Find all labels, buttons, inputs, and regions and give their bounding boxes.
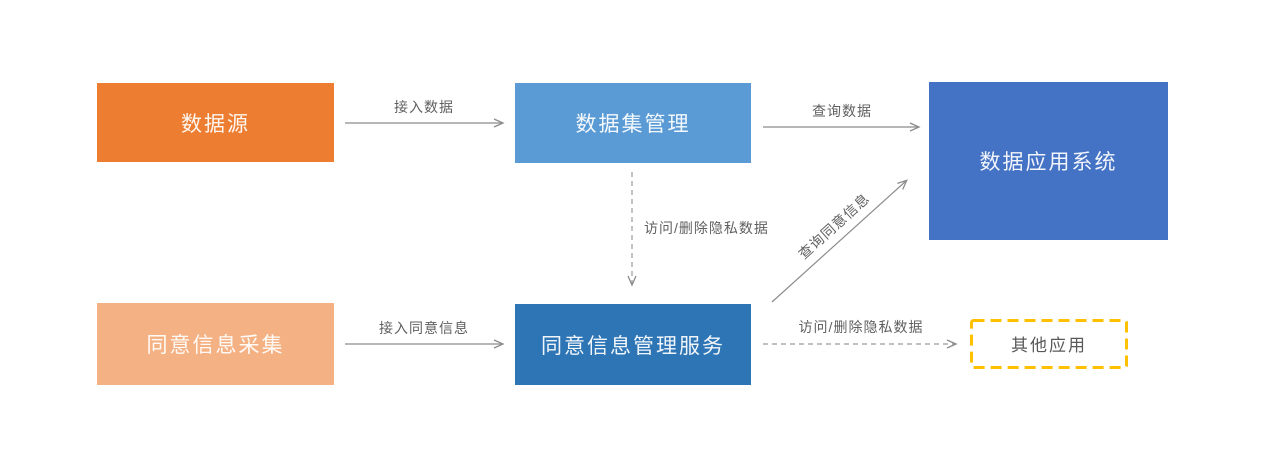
other-apps-dashed-border [970, 319, 1128, 369]
node-data-application-system-label: 数据应用系统 [979, 151, 1118, 174]
edge-label-access-delete-private-data-right: 访问/删除隐私数据 [798, 319, 924, 335]
node-consent-collection-label: 同意信息采集 [146, 334, 285, 357]
edge-label-access-delete-private-data-down: 访问/删除隐私数据 [644, 220, 769, 236]
edge-query-consent-info [771, 179, 908, 303]
node-consent-management-service: 同意信息管理服务 [515, 304, 751, 385]
node-consent-management-service-label: 同意信息管理服务 [541, 334, 725, 358]
node-data-application-system: 数据应用系统 [929, 82, 1168, 240]
edge-label-access-consent-info: 接入同意信息 [379, 320, 469, 336]
node-data-source: 数据源 [97, 83, 334, 162]
node-other-applications-label: 其他应用 [1011, 336, 1087, 355]
node-dataset-management: 数据集管理 [515, 83, 751, 163]
node-data-source-label: 数据源 [181, 112, 250, 136]
node-other-applications: 其他应用 [970, 319, 1128, 368]
node-consent-collection: 同意信息采集 [97, 303, 334, 385]
node-dataset-management-label: 数据集管理 [575, 113, 691, 136]
edge-label-query-data: 查询数据 [812, 103, 872, 119]
edge-label-access-data: 接入数据 [394, 99, 454, 115]
